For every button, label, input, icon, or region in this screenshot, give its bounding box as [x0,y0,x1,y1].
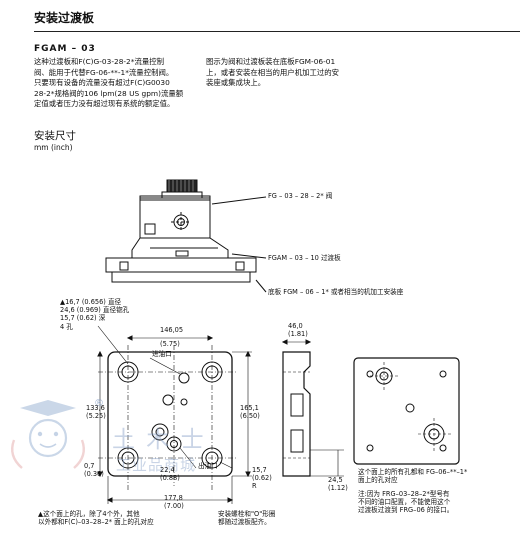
dim-side-width-inch: (1.81) [288,330,308,338]
dim-r-value-inch: (0.62) [252,474,272,482]
description-left: 这种过渡板和F(C)G-03-28-2*流量控制 阀、能用于代替FG-06-**… [34,57,183,110]
description-line: 阀、能用于代替FG-06-**-1*流量控制阀。 [34,67,174,77]
hole-spec-line: 4 孔 [60,322,73,331]
hole-spec: ▲16,7 (0.656) 直径 24,6 (0.969) 直径锪孔 15,7 … [60,298,129,331]
inlet-label: 进油口 [152,350,172,358]
callout-adapter: FGAM – 03 – 10 过渡板 [268,254,341,262]
note-bottom-b: 注:因为 FRG–03–28–2*型号有 不同的油口配置，不能使用这个 过渡板过… [358,490,454,515]
description-line: 装座或集成块上。 [206,78,266,88]
callout-valve: FG – 03 – 28 – 2* 阀 [268,192,333,200]
dim-r-value: 15,7 [252,466,267,474]
section-title: 安装尺寸 [34,130,76,142]
description-line: 定值或者压力没有超过现有系统的额定值。 [34,99,175,109]
dim-small-mid-inch: (0.88) [160,474,180,482]
base-outline [353,357,460,465]
dim-r-label: R [252,482,257,490]
callout-base: 底板 FGM – 06 – 1* 或者相当的机加工安装座 [268,288,404,296]
note-bolts: 安装螺栓和"O"形圈 都随过渡板配齐。 [218,510,276,527]
hole-spec-line: 15,7 (0.62) 深 [60,314,106,323]
graduation-cap-icon [20,400,76,416]
dim-side-width: 46,0 [288,322,303,330]
dim-top-width: 146,05 [160,326,184,334]
watermark-text: 土 木 士 [112,427,206,453]
description-line: 上，或者安装在相当的用户机加工过的安 [206,67,340,77]
watermark-symbol: ® [94,398,104,409]
note-bottom-a: 这个面上的所有孔都和 FG–06–**–1* 面上的孔对应 [358,468,468,485]
dim-top-width-inch: (5.75) [160,340,180,348]
dim-small-left: 0,7 [84,462,95,470]
adapter-outline [107,351,233,477]
dim-right-height: 165,1 [240,404,259,412]
dim-left-height: 133,6 [86,404,105,412]
plan-view [97,325,252,504]
dim-side-bottom-inch: (1.12) [328,484,348,492]
outlet-label: 出油口 [198,462,218,470]
dim-bottom-width: 177,8 [164,494,183,502]
watermark [11,400,85,469]
dim-right-height-inch: (6.50) [240,412,260,420]
watermark-subtext: 工业品商城 [116,456,197,474]
dim-bottom-width-inch: (7.00) [164,502,184,510]
hole-spec-line: ▲16,7 (0.656) 直径 [60,298,122,306]
inlet-port-icon [178,372,190,384]
model-number: FGAM – 03 [34,44,96,54]
side-view [105,179,267,293]
bottom-view [353,357,460,465]
dim-small-mid: 22,4 [160,466,175,474]
hole-spec-line: 24,6 (0.969) 直径锪孔 [60,306,130,315]
unit-label: mm (inch) [34,143,73,152]
dim-small-left-inch: (0.36) [84,470,104,478]
dim-left-height-inch: (5.25) [86,412,106,420]
note-holes: ▲这个面上的孔，除了4个外，其他 以外都和F(C)–03–28–2* 面上的孔对… [38,510,154,527]
description-line: 28-2*规格阀的106 lpm(28 US gpm)流量额 [34,88,184,98]
page-title: 安装过渡板 [34,11,95,25]
title-divider [34,31,520,32]
description-line: 这种过渡板和F(C)G-03-28-2*流量控制 [34,57,165,66]
dim-side-bottom: 24,5 [328,476,343,484]
description-line: 图示为阀和过渡板装在底板FGM-06-01 [206,57,336,66]
description-right: 图示为阀和过渡板装在底板FGM-06-01 上，或者安装在相当的用户机加工过的安… [206,57,339,89]
description-line: 只要现有设备的流量没有超过F(C)G0030 [34,78,170,88]
plan-side-view [281,339,344,477]
